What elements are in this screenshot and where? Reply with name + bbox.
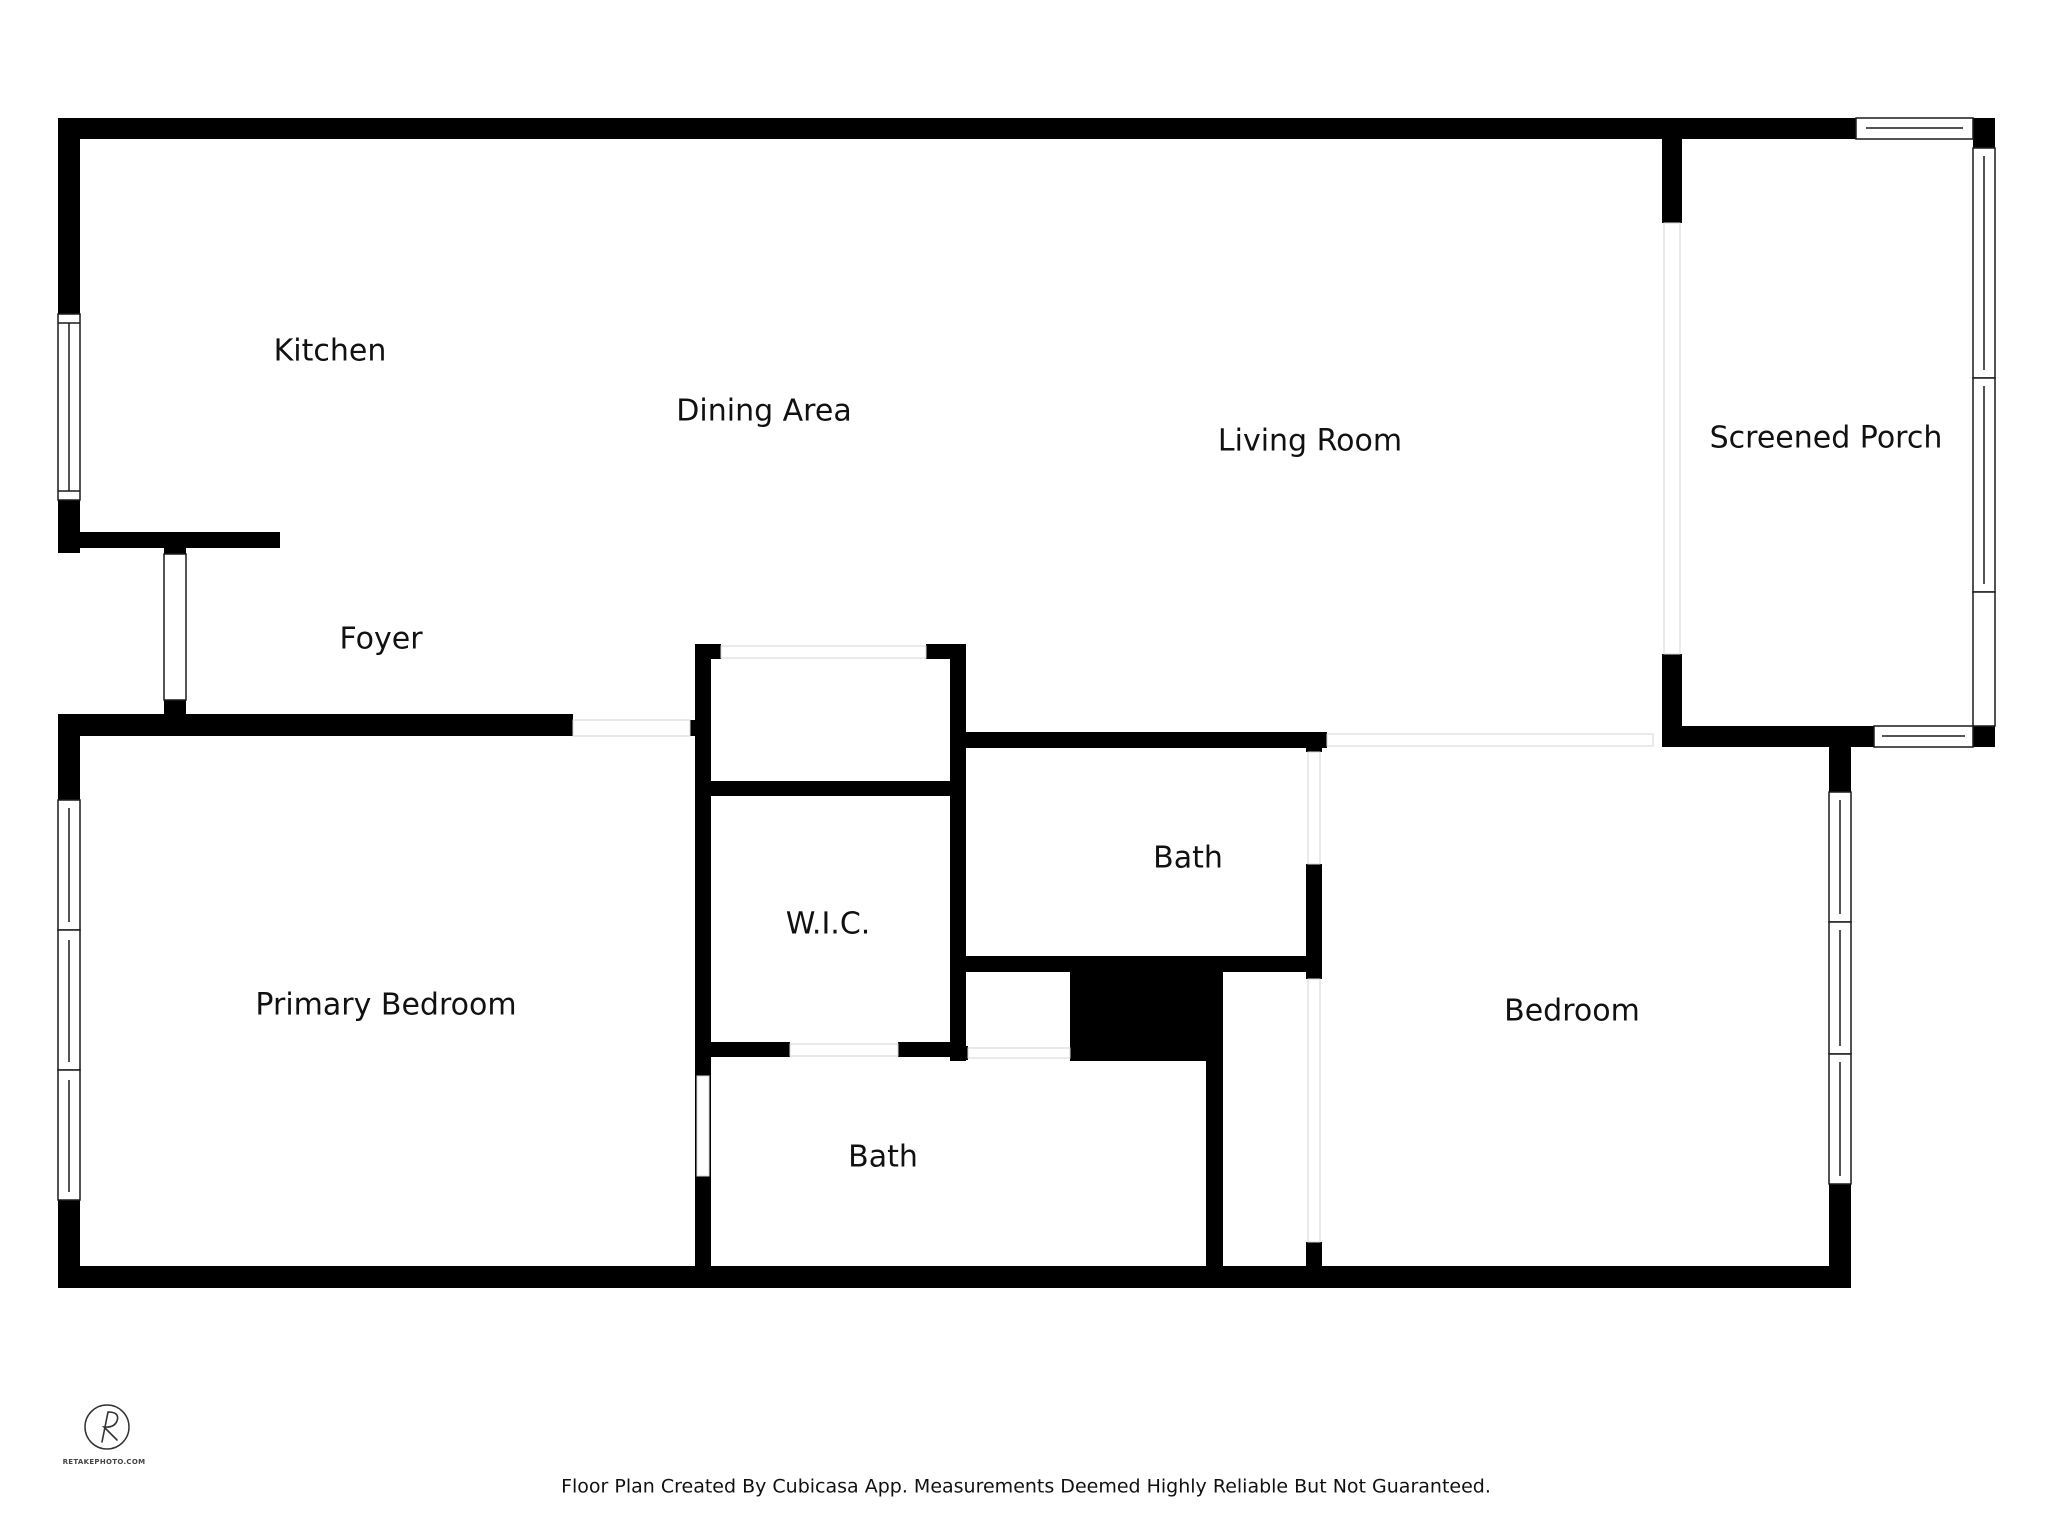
bedroom-doorway-top	[1326, 733, 1654, 747]
room-label-bath-lower: Bath	[848, 1140, 918, 1175]
room-label-wic: W.I.C.	[786, 907, 871, 942]
openings	[572, 222, 1681, 1243]
retakephoto-logo-icon: RETAKEPHOTO.COM	[63, 1404, 146, 1466]
hall-bedroom-doorway	[1307, 978, 1321, 1243]
porch-door-frame	[1972, 591, 1996, 727]
room-label-foyer: Foyer	[339, 622, 423, 657]
front-door-frame	[163, 553, 187, 701]
wic-doorway	[789, 1043, 899, 1057]
room-label-bath-upper: Bath	[1153, 841, 1223, 876]
upper-bath-doorway	[1307, 751, 1321, 865]
room-label-primary-bedroom: Primary Bedroom	[255, 988, 516, 1023]
walls	[58, 118, 1995, 1288]
primary-bedroom-doorway	[572, 719, 691, 737]
lower-bath-doorway	[696, 1075, 710, 1177]
linen-doorway	[967, 1047, 1071, 1059]
footer-disclaimer: Floor Plan Created By Cubicasa App. Meas…	[561, 1476, 1491, 1498]
closet-doorway	[720, 645, 927, 659]
room-labels: Kitchen Dining Area Living Room Screened…	[255, 334, 1942, 1175]
room-label-kitchen: Kitchen	[274, 334, 387, 369]
logo-caption: RETAKEPHOTO.COM	[63, 1458, 146, 1466]
room-label-screened-porch: Screened Porch	[1710, 421, 1943, 456]
windows	[57, 117, 1996, 1201]
porch-opening	[1663, 222, 1681, 655]
room-label-living-room: Living Room	[1218, 424, 1402, 459]
room-label-dining-area: Dining Area	[676, 394, 851, 429]
room-label-bedroom: Bedroom	[1504, 994, 1640, 1029]
